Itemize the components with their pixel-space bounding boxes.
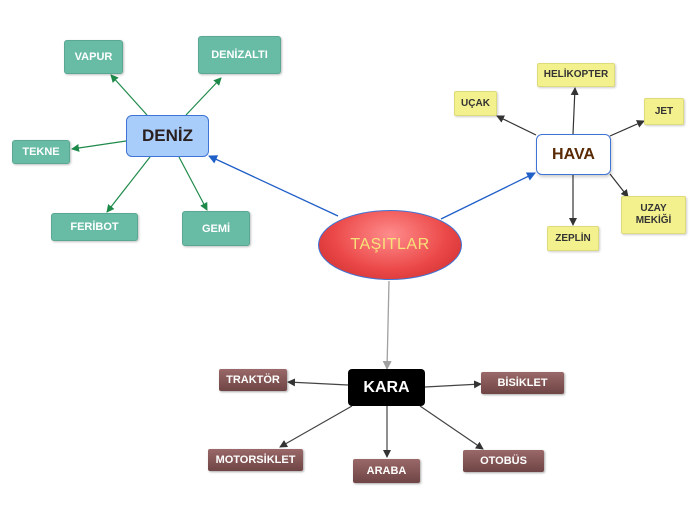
edge-kara-traktor (287, 378, 349, 387)
air-node-label: UZAY MEKİĞİ (635, 203, 672, 226)
edge-hava-ucak (496, 115, 537, 136)
edge-deniz-denizalti (185, 77, 222, 116)
edge-kara-motorsiklet (279, 405, 353, 448)
hub-kara[interactable]: KARA (348, 369, 425, 406)
air-node-label: HELİKOPTER (543, 69, 609, 80)
sea-node-label: DENİZALTI (211, 49, 268, 61)
edge-hava-uzay (609, 173, 629, 198)
hub-hava[interactable]: HAVA (536, 134, 611, 175)
air-node-uzay-mekigi[interactable]: UZAY MEKİĞİ (621, 196, 686, 234)
edge-deniz-vapur (110, 74, 148, 116)
air-node-label: JET (654, 105, 674, 117)
edge-hava-helikopter (570, 87, 579, 135)
land-node-otobus[interactable]: OTOBÜS (463, 450, 544, 472)
air-node-helikopter[interactable]: HELİKOPTER (537, 63, 615, 87)
land-node-label: MOTORSİKLET (215, 454, 296, 466)
sea-node-label: FERİBOT (70, 221, 119, 233)
hub-kara-label: KARA (363, 378, 410, 396)
air-node-label: UÇAK (461, 97, 490, 109)
air-node-ucak[interactable]: UÇAK (454, 91, 497, 116)
center-node-tasitlar[interactable]: TAŞITLAR (318, 210, 462, 280)
sea-node-vapur[interactable]: VAPUR (64, 40, 123, 74)
air-node-jet[interactable]: JET (644, 98, 684, 125)
hub-hava-label: HAVA (552, 145, 595, 163)
land-node-motorsiklet[interactable]: MOTORSİKLET (208, 449, 303, 471)
hub-deniz-label: DENİZ (142, 126, 193, 145)
edge-deniz-feribot (106, 156, 151, 213)
edge-center-deniz (208, 155, 339, 217)
hub-deniz[interactable]: DENİZ (126, 115, 209, 157)
sea-node-tekne[interactable]: TEKNE (12, 140, 70, 164)
sea-node-label: VAPUR (74, 51, 113, 63)
land-node-label: ARABA (366, 465, 407, 477)
center-label: TAŞITLAR (350, 236, 430, 253)
land-node-araba[interactable]: ARABA (353, 459, 420, 483)
edge-kara-bisiklet (424, 380, 482, 389)
land-node-label: OTOBÜS (480, 455, 527, 467)
edge-hava-jet (609, 120, 645, 137)
edge-deniz-gemi (178, 156, 208, 211)
edge-center-kara (382, 280, 392, 370)
sea-node-feribot[interactable]: FERİBOT (51, 213, 138, 241)
sea-node-denizalti[interactable]: DENİZALTI (198, 36, 281, 74)
edge-deniz-tekne (71, 140, 127, 152)
sea-node-label: GEMİ (201, 222, 231, 235)
land-node-traktor[interactable]: TRAKTÖR (219, 369, 287, 391)
air-node-zeplin[interactable]: ZEPLİN (547, 226, 599, 251)
edge-kara-otobus (419, 405, 484, 450)
edge-center-hava (440, 172, 536, 220)
sea-node-label: TEKNE (22, 146, 60, 158)
land-node-label: BİSİKLET (497, 377, 548, 389)
land-node-label: TRAKTÖR (226, 374, 280, 386)
land-node-bisiklet[interactable]: BİSİKLET (481, 372, 564, 394)
air-node-label: ZEPLİN (555, 232, 591, 244)
sea-node-gemi[interactable]: GEMİ (182, 211, 250, 246)
